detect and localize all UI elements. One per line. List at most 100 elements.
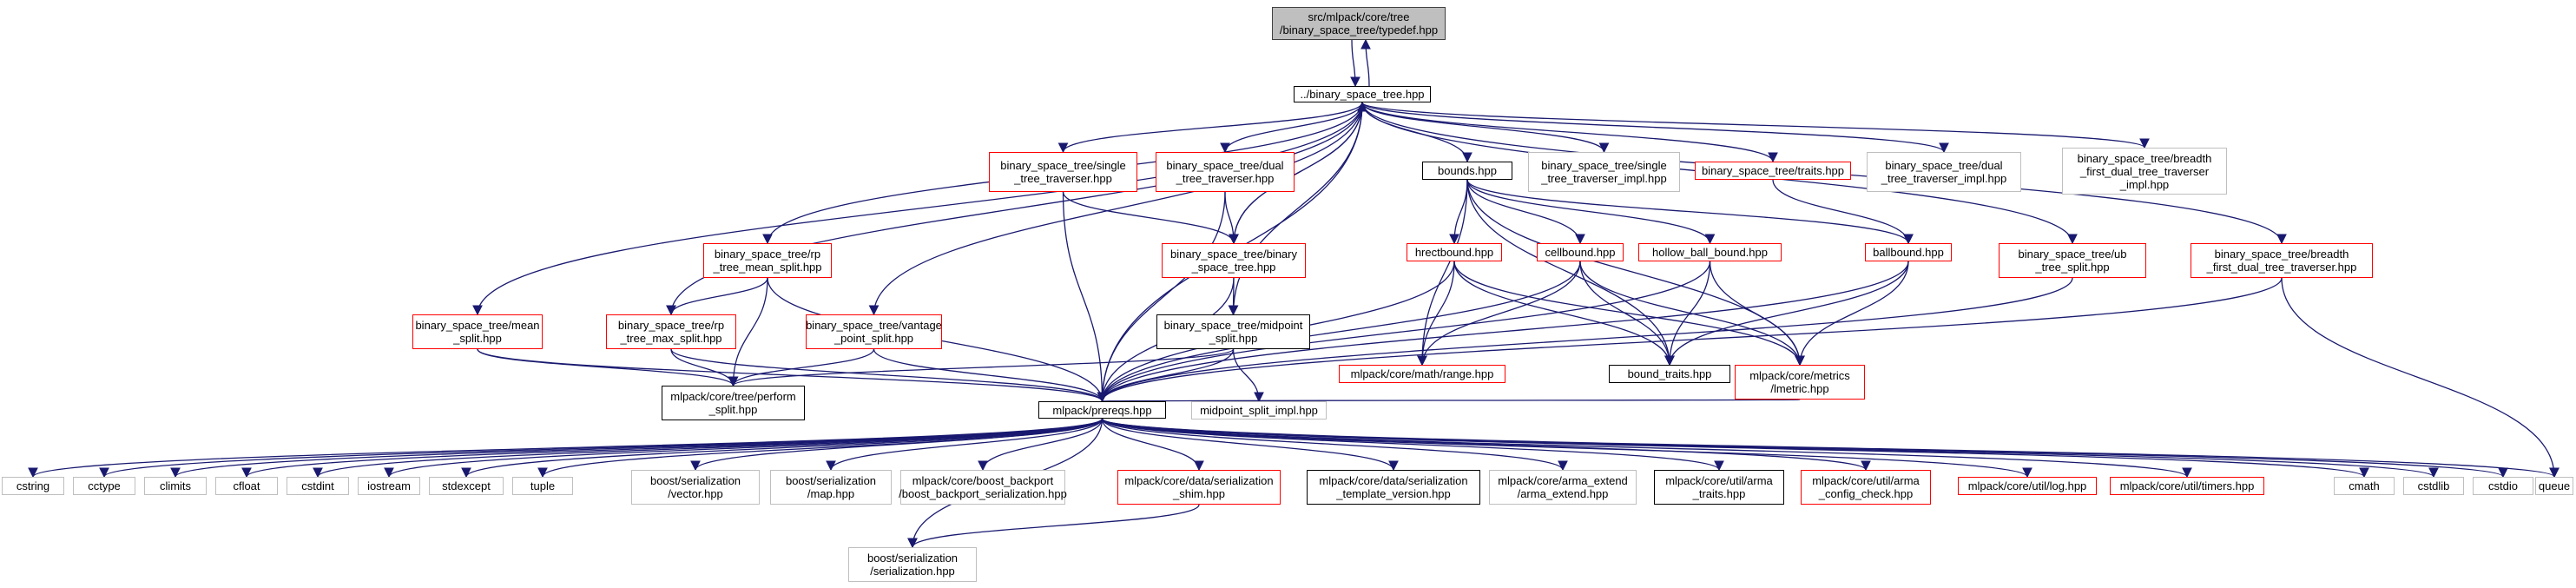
edge-prereqs-to-arma-extend: [1101, 418, 1568, 472]
node-cstdlib[interactable]: cstdlib: [2403, 477, 2464, 495]
edge-prereqs-to-cstdint: [313, 418, 1104, 479]
node-cstring[interactable]: cstring: [2, 477, 64, 495]
edge-hrect-to-range: [1417, 261, 1455, 367]
node-stdexcept[interactable]: stdexcept: [429, 477, 504, 495]
node-root[interactable]: src/mlpack/core/tree /binary_space_tree/…: [1272, 7, 1446, 40]
node-bound-traits[interactable]: bound_traits.hpp: [1609, 365, 1730, 383]
edge-single-trav-to-prereqs: [1062, 191, 1108, 403]
node-single-trav[interactable]: binary_space_tree/single _tree_traverser…: [989, 152, 1137, 192]
node-ub-split[interactable]: binary_space_tree/ub _tree_split.hpp: [1999, 243, 2146, 278]
node-arma-extend[interactable]: mlpack/core/arma_extend /arma_extend.hpp: [1489, 470, 1637, 505]
edge-rp-mean-to-perform: [728, 277, 768, 387]
edge-bst-to-root: [1360, 38, 1371, 87]
edge-prereqs-to-cstring: [28, 418, 1104, 479]
edge-ballbound-to-bound-traits: [1664, 261, 1909, 367]
node-mean-split[interactable]: binary_space_tree/mean _split.hpp: [412, 314, 543, 349]
edge-dual-trav-to-prereqs: [1097, 191, 1226, 403]
edge-prereqs-to-timers: [1101, 418, 2192, 479]
edge-prereqs-to-queue: [1101, 418, 2560, 479]
node-single-impl[interactable]: binary_space_tree/single _tree_traverser…: [1528, 152, 1680, 192]
node-cellbound[interactable]: cellbound.hpp: [1537, 243, 1624, 261]
edge-traits-to-ballbound: [1772, 179, 1914, 245]
edge-mean-split-to-prereqs: [477, 348, 1108, 403]
node-arma-config[interactable]: mlpack/core/util/arma _config_check.hpp: [1801, 470, 1931, 505]
edge-bst-to-single-impl: [1361, 102, 1610, 154]
edge-ballbound-to-prereqs: [1097, 261, 1909, 403]
edge-prereqs-to-shim: [1101, 418, 1204, 472]
node-dual-impl[interactable]: binary_space_tree/dual _tree_traverser_i…: [1867, 152, 2021, 192]
edge-bst-to-mean-split: [472, 102, 1363, 316]
node-bounds[interactable]: bounds.hpp: [1422, 162, 1512, 180]
edge-prereqs-to-log: [1101, 418, 2032, 479]
node-template-ver[interactable]: mlpack/core/data/serialization _template…: [1307, 470, 1480, 505]
node-bf-impl[interactable]: binary_space_tree/breadth _first_dual_tr…: [2062, 148, 2227, 195]
edge-bst-inner-to-bst: [1233, 101, 1367, 244]
edge-hrect-to-bound-traits: [1453, 261, 1675, 367]
node-climits[interactable]: climits: [144, 477, 207, 495]
edge-bst-to-traits: [1361, 102, 1778, 163]
edge-hollow-to-bound-traits: [1664, 261, 1711, 367]
edge-bounds-to-ballbound: [1466, 179, 1914, 245]
node-perform[interactable]: mlpack/core/tree/perform _split.hpp: [662, 386, 805, 420]
node-hollow[interactable]: hollow_ball_bound.hpp: [1638, 243, 1782, 261]
edge-bst-to-vantage: [868, 102, 1363, 316]
edge-prereqs-to-arma-traits: [1101, 418, 1724, 472]
edge-prereqs-to-arma-config: [1101, 418, 1871, 472]
node-midpoint-impl[interactable]: midpoint_split_impl.hpp: [1191, 401, 1327, 420]
node-cctype[interactable]: cctype: [73, 477, 135, 495]
node-bst[interactable]: ../binary_space_tree.hpp: [1294, 86, 1431, 102]
node-bs-vector[interactable]: boost/serialization /vector.hpp: [631, 470, 760, 505]
node-vantage[interactable]: binary_space_tree/vantage _point_split.h…: [806, 314, 942, 349]
node-hrect[interactable]: hrectbound.hpp: [1407, 243, 1502, 261]
edge-cellbound-to-prereqs: [1097, 261, 1581, 403]
node-timers[interactable]: mlpack/core/util/timers.hpp: [2110, 477, 2264, 495]
node-rp-max[interactable]: binary_space_tree/rp _tree_max_split.hpp: [606, 314, 736, 349]
edge-bf-trav-to-queue: [2281, 277, 2560, 479]
node-bf-trav[interactable]: binary_space_tree/breadth _first_dual_tr…: [2191, 243, 2373, 278]
node-prereqs[interactable]: mlpack/prereqs.hpp: [1038, 401, 1166, 419]
node-shim[interactable]: mlpack/core/data/serialization _shim.hpp: [1117, 470, 1281, 505]
edge-prereqs-to-stdexcept: [461, 418, 1104, 479]
node-midpoint[interactable]: binary_space_tree/midpoint _split.hpp: [1156, 314, 1310, 349]
edge-prereqs-to-cctype: [99, 418, 1104, 479]
edge-rp-max-to-prereqs: [670, 348, 1108, 403]
node-iostream[interactable]: iostream: [358, 477, 420, 495]
edge-bounds-to-cellbound: [1466, 179, 1585, 245]
node-cstdint[interactable]: cstdint: [287, 477, 349, 495]
node-lmetric[interactable]: mlpack/core/metrics /lmetric.hpp: [1735, 365, 1865, 400]
edge-prereqs-to-backport: [978, 418, 1104, 472]
edge-single-trav-to-bst-inner: [1062, 191, 1239, 245]
node-cstdio[interactable]: cstdio: [2473, 477, 2533, 495]
node-bs-serialization[interactable]: boost/serialization /serialization.hpp: [848, 547, 977, 582]
edge-prereqs-to-bs-vector: [690, 418, 1104, 472]
edge-bst-to-dual-impl: [1361, 102, 1949, 154]
node-queue[interactable]: queue: [2535, 477, 2573, 495]
edge-hollow-to-lmetric: [1709, 261, 1805, 367]
node-tuple[interactable]: tuple: [512, 477, 573, 495]
node-dual-trav[interactable]: binary_space_tree/dual _tree_traverser.h…: [1156, 152, 1295, 192]
node-ballbound[interactable]: ballbound.hpp: [1865, 243, 1952, 261]
node-bst-inner[interactable]: binary_space_tree/binary _space_tree.hpp: [1162, 243, 1306, 278]
node-cfloat[interactable]: cfloat: [215, 477, 278, 495]
node-traits[interactable]: binary_space_tree/traits.hpp: [1695, 162, 1851, 180]
edge-dual-trav-to-bst-inner: [1224, 191, 1239, 245]
edge-prereqs-to-iostream: [384, 418, 1104, 479]
edge-lmetric-to-prereqs: [1101, 391, 1801, 402]
edge-midpoint-to-perform: [728, 348, 1235, 387]
edge-bst-to-midpoint: [1228, 102, 1363, 316]
node-range[interactable]: mlpack/core/math/range.hpp: [1339, 365, 1505, 383]
node-backport[interactable]: mlpack/core/boost_backport /boost_backpo…: [899, 470, 1067, 505]
node-cmath[interactable]: cmath: [2334, 477, 2395, 495]
edge-ub-split-to-prereqs: [1097, 277, 2073, 403]
edge-hollow-to-prereqs: [1097, 261, 1711, 403]
node-rp-mean[interactable]: binary_space_tree/rp _tree_mean_split.hp…: [703, 243, 832, 278]
edge-prereqs-to-cstdlib: [1101, 418, 2439, 479]
edge-vantage-to-prereqs: [873, 348, 1108, 403]
node-arma-traits[interactable]: mlpack/core/util/arma _traits.hpp: [1654, 470, 1784, 505]
edge-bst-to-dual-trav: [1220, 102, 1363, 154]
edge-prereqs-to-cfloat: [241, 418, 1104, 479]
edge-ballbound-to-lmetric: [1795, 261, 1909, 367]
node-bs-map[interactable]: boost/serialization /map.hpp: [770, 470, 892, 505]
node-log[interactable]: mlpack/core/util/log.hpp: [1958, 477, 2097, 495]
